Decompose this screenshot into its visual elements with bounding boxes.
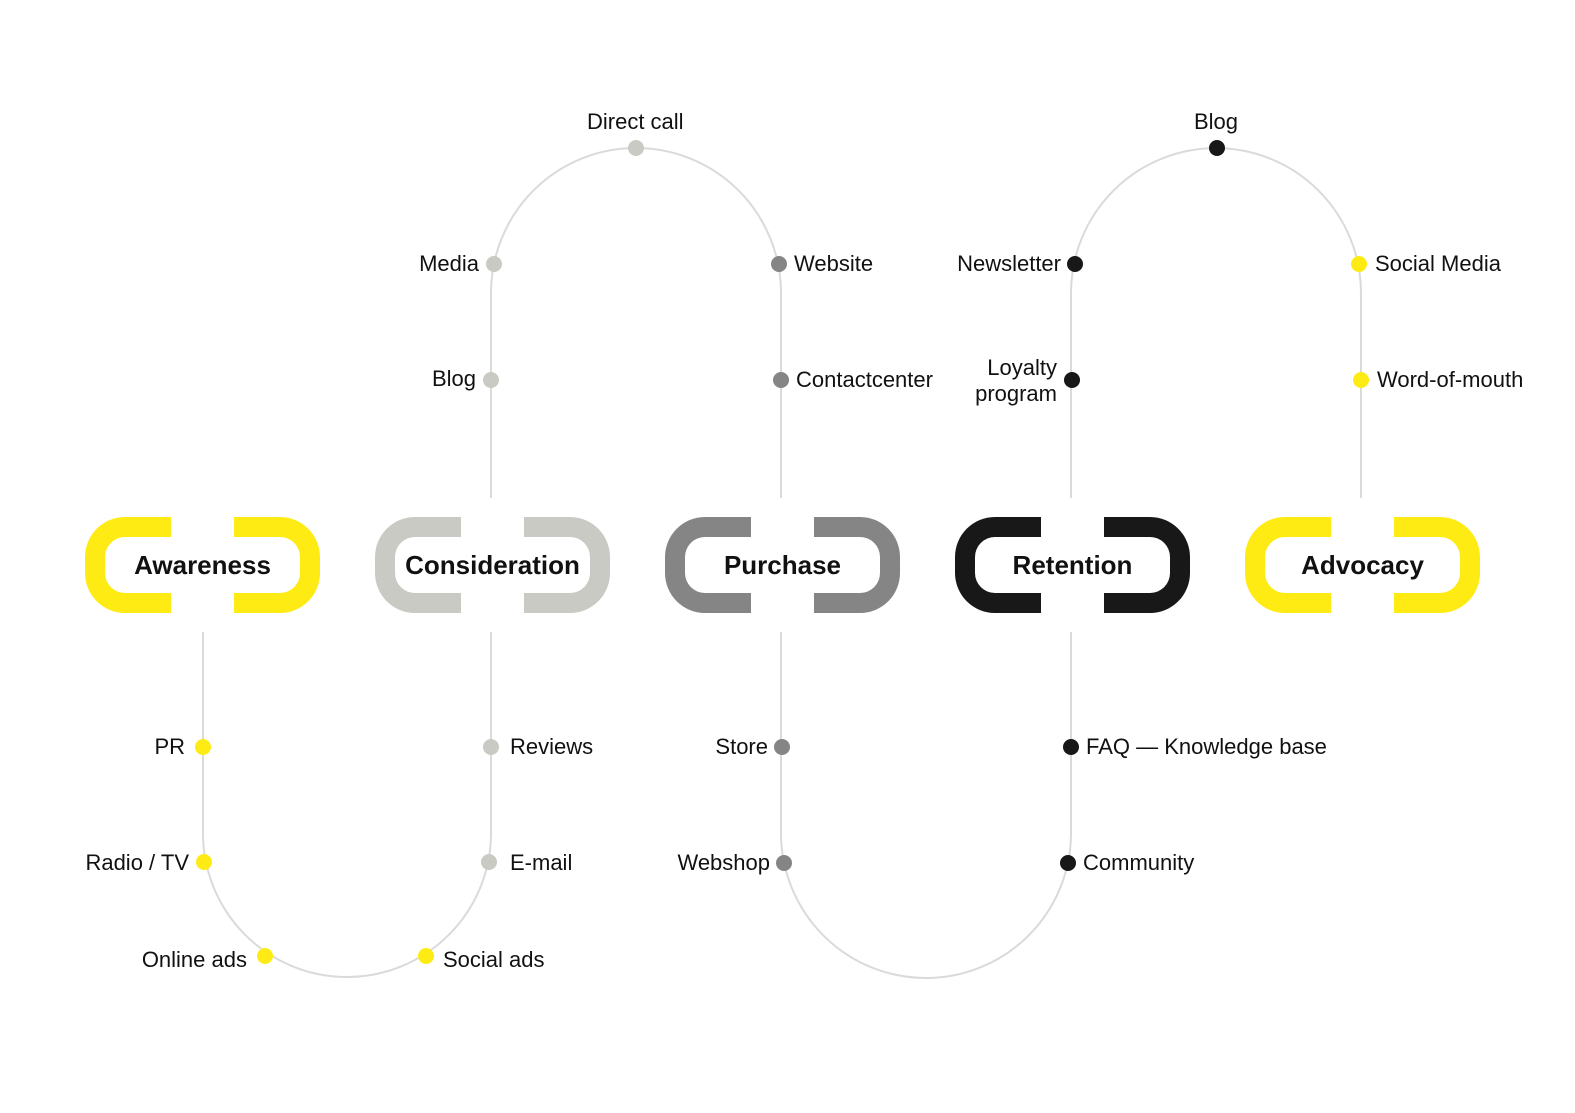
touchpoint-label-social-ads: Social ads	[443, 947, 545, 972]
touchpoint-label-reviews: Reviews	[510, 734, 594, 759]
touchpoint-label-blog-advocacy: Blog	[1194, 109, 1239, 134]
touchpoint-dot-blog-advocacy	[1209, 140, 1225, 156]
touchpoint-label-community: Community	[1083, 850, 1195, 875]
touchpoint-label-blog-consideration: Blog	[431, 366, 476, 391]
purchase-retention-connector	[780, 632, 1072, 979]
touchpoint-dot-social-media	[1351, 256, 1367, 272]
stage-label-retention: Retention	[1012, 550, 1133, 580]
consideration-purchase-connector	[490, 147, 782, 498]
consideration-right-bracket	[524, 517, 610, 613]
touchpoint-dot-social-ads	[418, 948, 434, 964]
purchase-left-bracket	[665, 517, 751, 613]
touchpoint-dot-radio-tv	[196, 854, 212, 870]
touchpoint-label-newsletter: Newsletter	[957, 251, 1061, 276]
consideration-left-bracket	[375, 517, 461, 613]
touchpoint-label-webshop: Webshop	[677, 850, 770, 875]
touchpoint-dot-pr	[195, 739, 211, 755]
touchpoint-dot-direct-call	[628, 140, 644, 156]
stage-consideration: Consideration	[375, 517, 610, 613]
advocacy-right-bracket	[1394, 517, 1480, 613]
touchpoint-dot-webshop	[776, 855, 792, 871]
touchpoint-label-store: Store	[715, 734, 768, 759]
touchpoint-label-social-media: Social Media	[1375, 251, 1501, 276]
touchpoint-dot-email	[481, 854, 497, 870]
stage-advocacy: Advocacy	[1245, 517, 1480, 613]
awareness-right-bracket	[234, 517, 320, 613]
touchpoint-dot-store	[774, 739, 790, 755]
touchpoint-label-email: E-mail	[510, 850, 573, 875]
touchpoint-label-pr: PR	[154, 734, 185, 759]
touchpoint-dot-website	[771, 256, 787, 272]
retention-advocacy-connector	[1070, 147, 1362, 498]
advocacy-left-bracket	[1245, 517, 1331, 613]
awareness-left-bracket	[85, 517, 171, 613]
touchpoint-dot-reviews	[483, 739, 499, 755]
touchpoint-label-radio-tv: Radio / TV	[85, 850, 189, 875]
stage-label-consideration: Consideration	[405, 550, 580, 580]
awareness-consideration-connector	[202, 632, 492, 978]
stage-label-awareness: Awareness	[134, 550, 271, 580]
stage-awareness: Awareness	[85, 517, 320, 613]
touchpoint-label-website: Website	[794, 251, 874, 276]
stage-label-purchase: Purchase	[723, 550, 842, 580]
touchpoint-label-loyalty: Loyalty program	[975, 355, 1057, 406]
retention-right-bracket	[1104, 517, 1190, 613]
stage-purchase: Purchase	[665, 517, 900, 613]
touchpoint-label-contactcenter: Contactcenter	[796, 367, 933, 392]
touchpoint-label-media: Media	[419, 251, 479, 276]
purchase-right-bracket	[814, 517, 900, 613]
retention-left-bracket	[955, 517, 1041, 613]
touchpoint-label-direct-call: Direct call	[587, 109, 684, 134]
touchpoint-label-faq: FAQ — Knowledge base	[1086, 734, 1327, 759]
touchpoint-dot-blog-consideration	[483, 372, 499, 388]
touchpoint-dot-newsletter	[1067, 256, 1083, 272]
touchpoint-dot-word-of-mouth	[1353, 372, 1369, 388]
touchpoint-dot-online-ads	[257, 948, 273, 964]
stage-label-advocacy: Advocacy	[1301, 550, 1424, 580]
touchpoint-dot-contactcenter	[773, 372, 789, 388]
stage-retention: Retention	[955, 517, 1190, 613]
touchpoint-label-online-ads: Online ads	[141, 947, 247, 972]
touchpoint-label-word-of-mouth: Word-of-mouth	[1377, 367, 1524, 392]
touchpoint-dot-loyalty	[1064, 372, 1080, 388]
touchpoint-dot-community	[1060, 855, 1076, 871]
touchpoint-dot-faq	[1063, 739, 1079, 755]
touchpoint-dot-media	[486, 256, 502, 272]
